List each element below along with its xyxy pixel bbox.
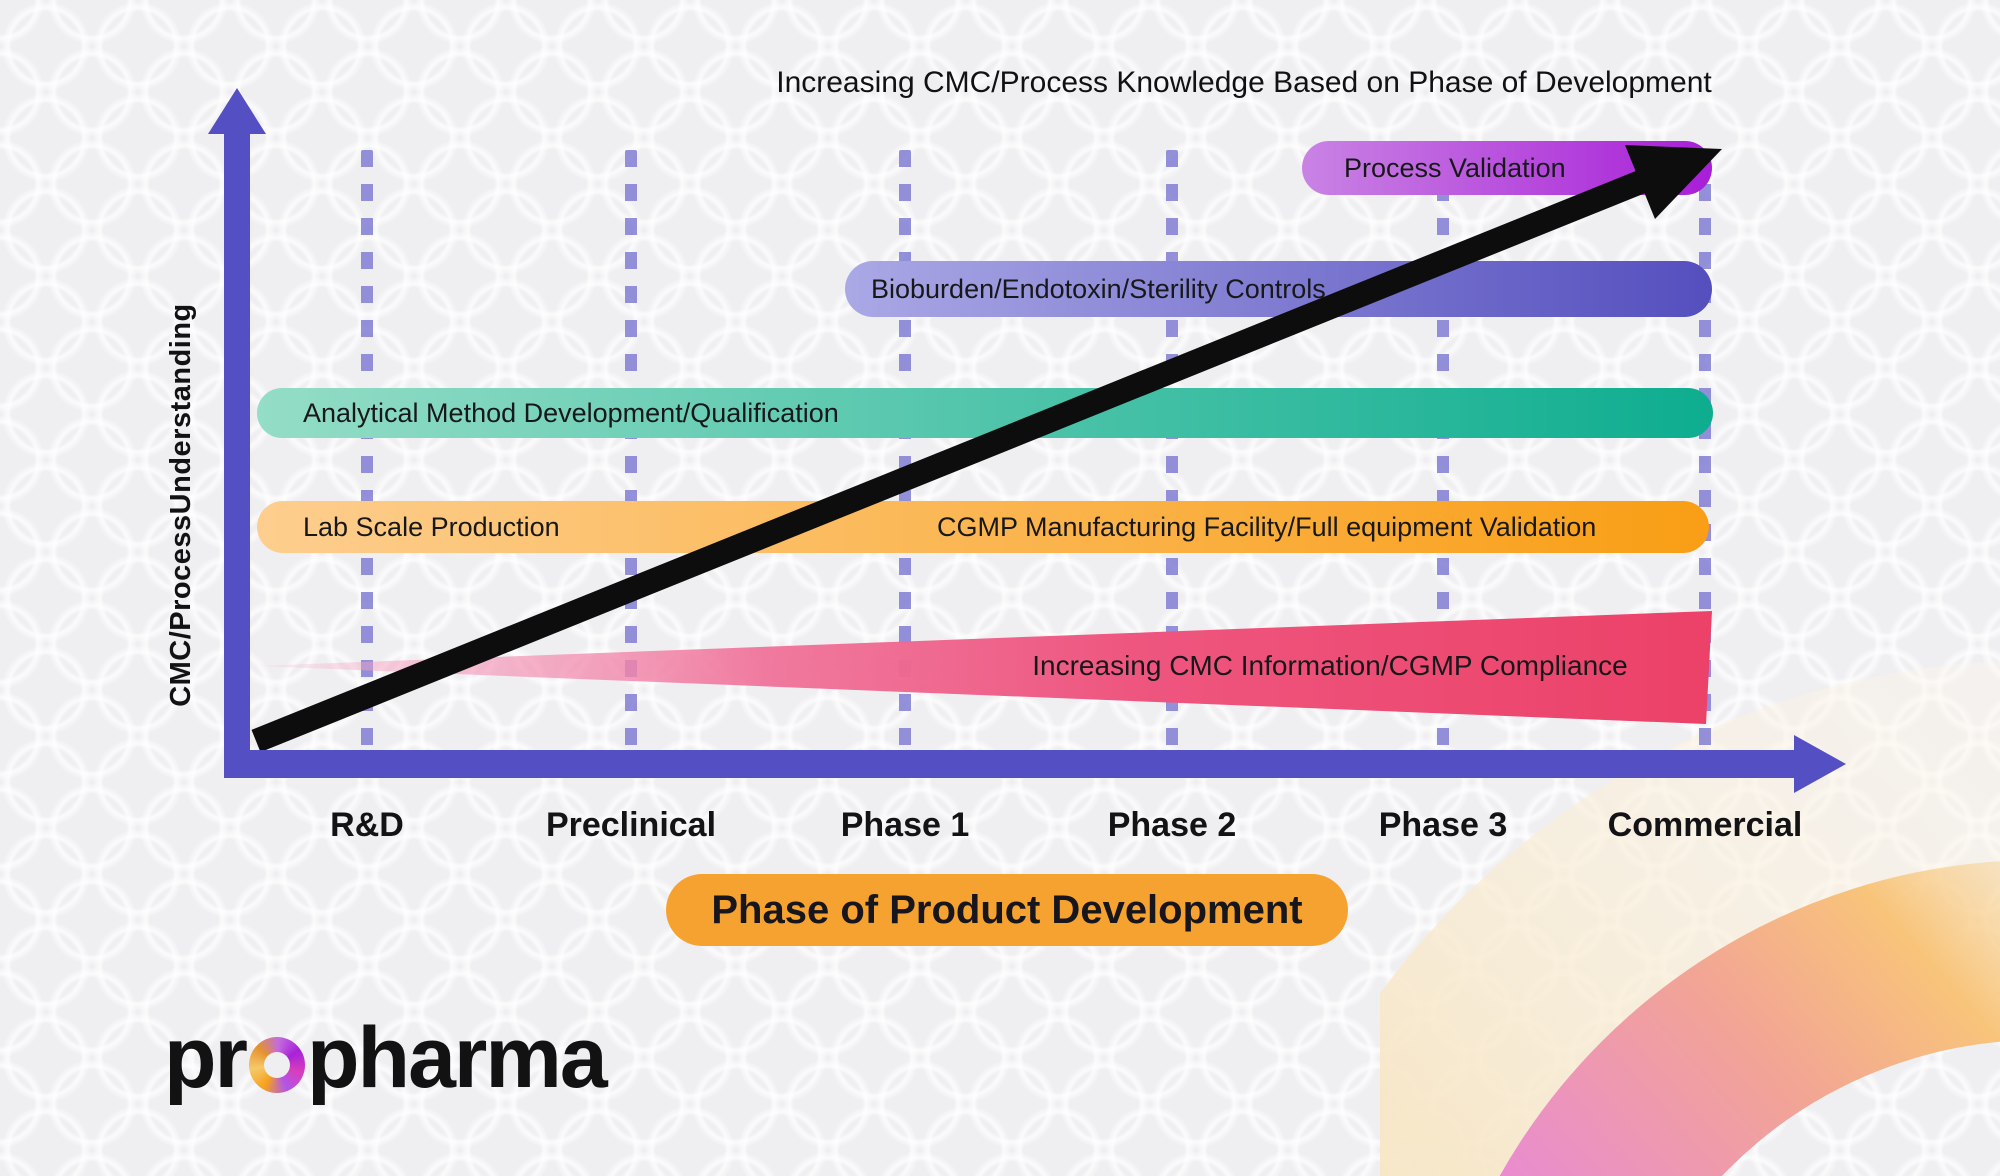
- logo-ring-icon: [249, 1037, 305, 1093]
- phase-label-phase2: Phase 2: [1107, 806, 1237, 844]
- y-axis-line: [224, 128, 250, 778]
- bar-bioburden-controls-label: Bioburden/Endotoxin/Sterility Controls: [871, 273, 1326, 304]
- gridline-phase1: [899, 150, 911, 760]
- bar-lab-scale-label: Lab Scale Production: [303, 511, 560, 542]
- phase-label-phase1: Phase 1: [840, 806, 970, 844]
- y-axis-arrow-icon: [208, 88, 266, 134]
- x-axis-arrow-icon: [1794, 735, 1846, 793]
- y-axis-label: CMC/ProcessUnderstanding: [165, 303, 197, 707]
- gridline-commercial: [1699, 150, 1711, 760]
- gridline-preclinical: [625, 150, 637, 760]
- phase-label-commercial: Commercial: [1607, 806, 1803, 844]
- bar-cgmp-facility-label: CGMP Manufacturing Facility/Full equipme…: [937, 511, 1597, 542]
- bar-process-validation-label: Process Validation: [1344, 152, 1566, 183]
- bar-analytical-method-label: Analytical Method Development/Qualificat…: [303, 397, 839, 428]
- bar-manufacturing: Lab Scale Production CGMP Manufacturing …: [257, 501, 1709, 553]
- compliance-wedge-label: Increasing CMC Information/CGMP Complian…: [1032, 650, 1628, 681]
- bar-bioburden-controls: Bioburden/Endotoxin/Sterility Controls: [845, 261, 1712, 317]
- x-axis-title-pill: Phase of Product Development: [666, 874, 1348, 946]
- phase-label-phase3: Phase 3: [1378, 806, 1508, 844]
- propharma-logo: pr pharma: [164, 1008, 608, 1108]
- x-axis-title: Phase of Product Development: [711, 887, 1303, 932]
- bar-analytical-method: Analytical Method Development/Qualificat…: [257, 388, 1713, 438]
- x-axis-line: [224, 750, 1798, 778]
- phase-label-rnd: R&D: [330, 806, 404, 844]
- gridline-rnd: [361, 150, 373, 760]
- logo-text-post: pharma: [307, 1009, 608, 1106]
- logo-text-pre: pr: [164, 1009, 248, 1106]
- decorative-rings: [1380, 661, 2000, 1176]
- phase-label-preclinical: Preclinical: [545, 806, 717, 844]
- chart-title: Increasing CMC/Process Knowledge Based o…: [776, 66, 1712, 99]
- bar-process-validation: Process Validation: [1302, 141, 1712, 195]
